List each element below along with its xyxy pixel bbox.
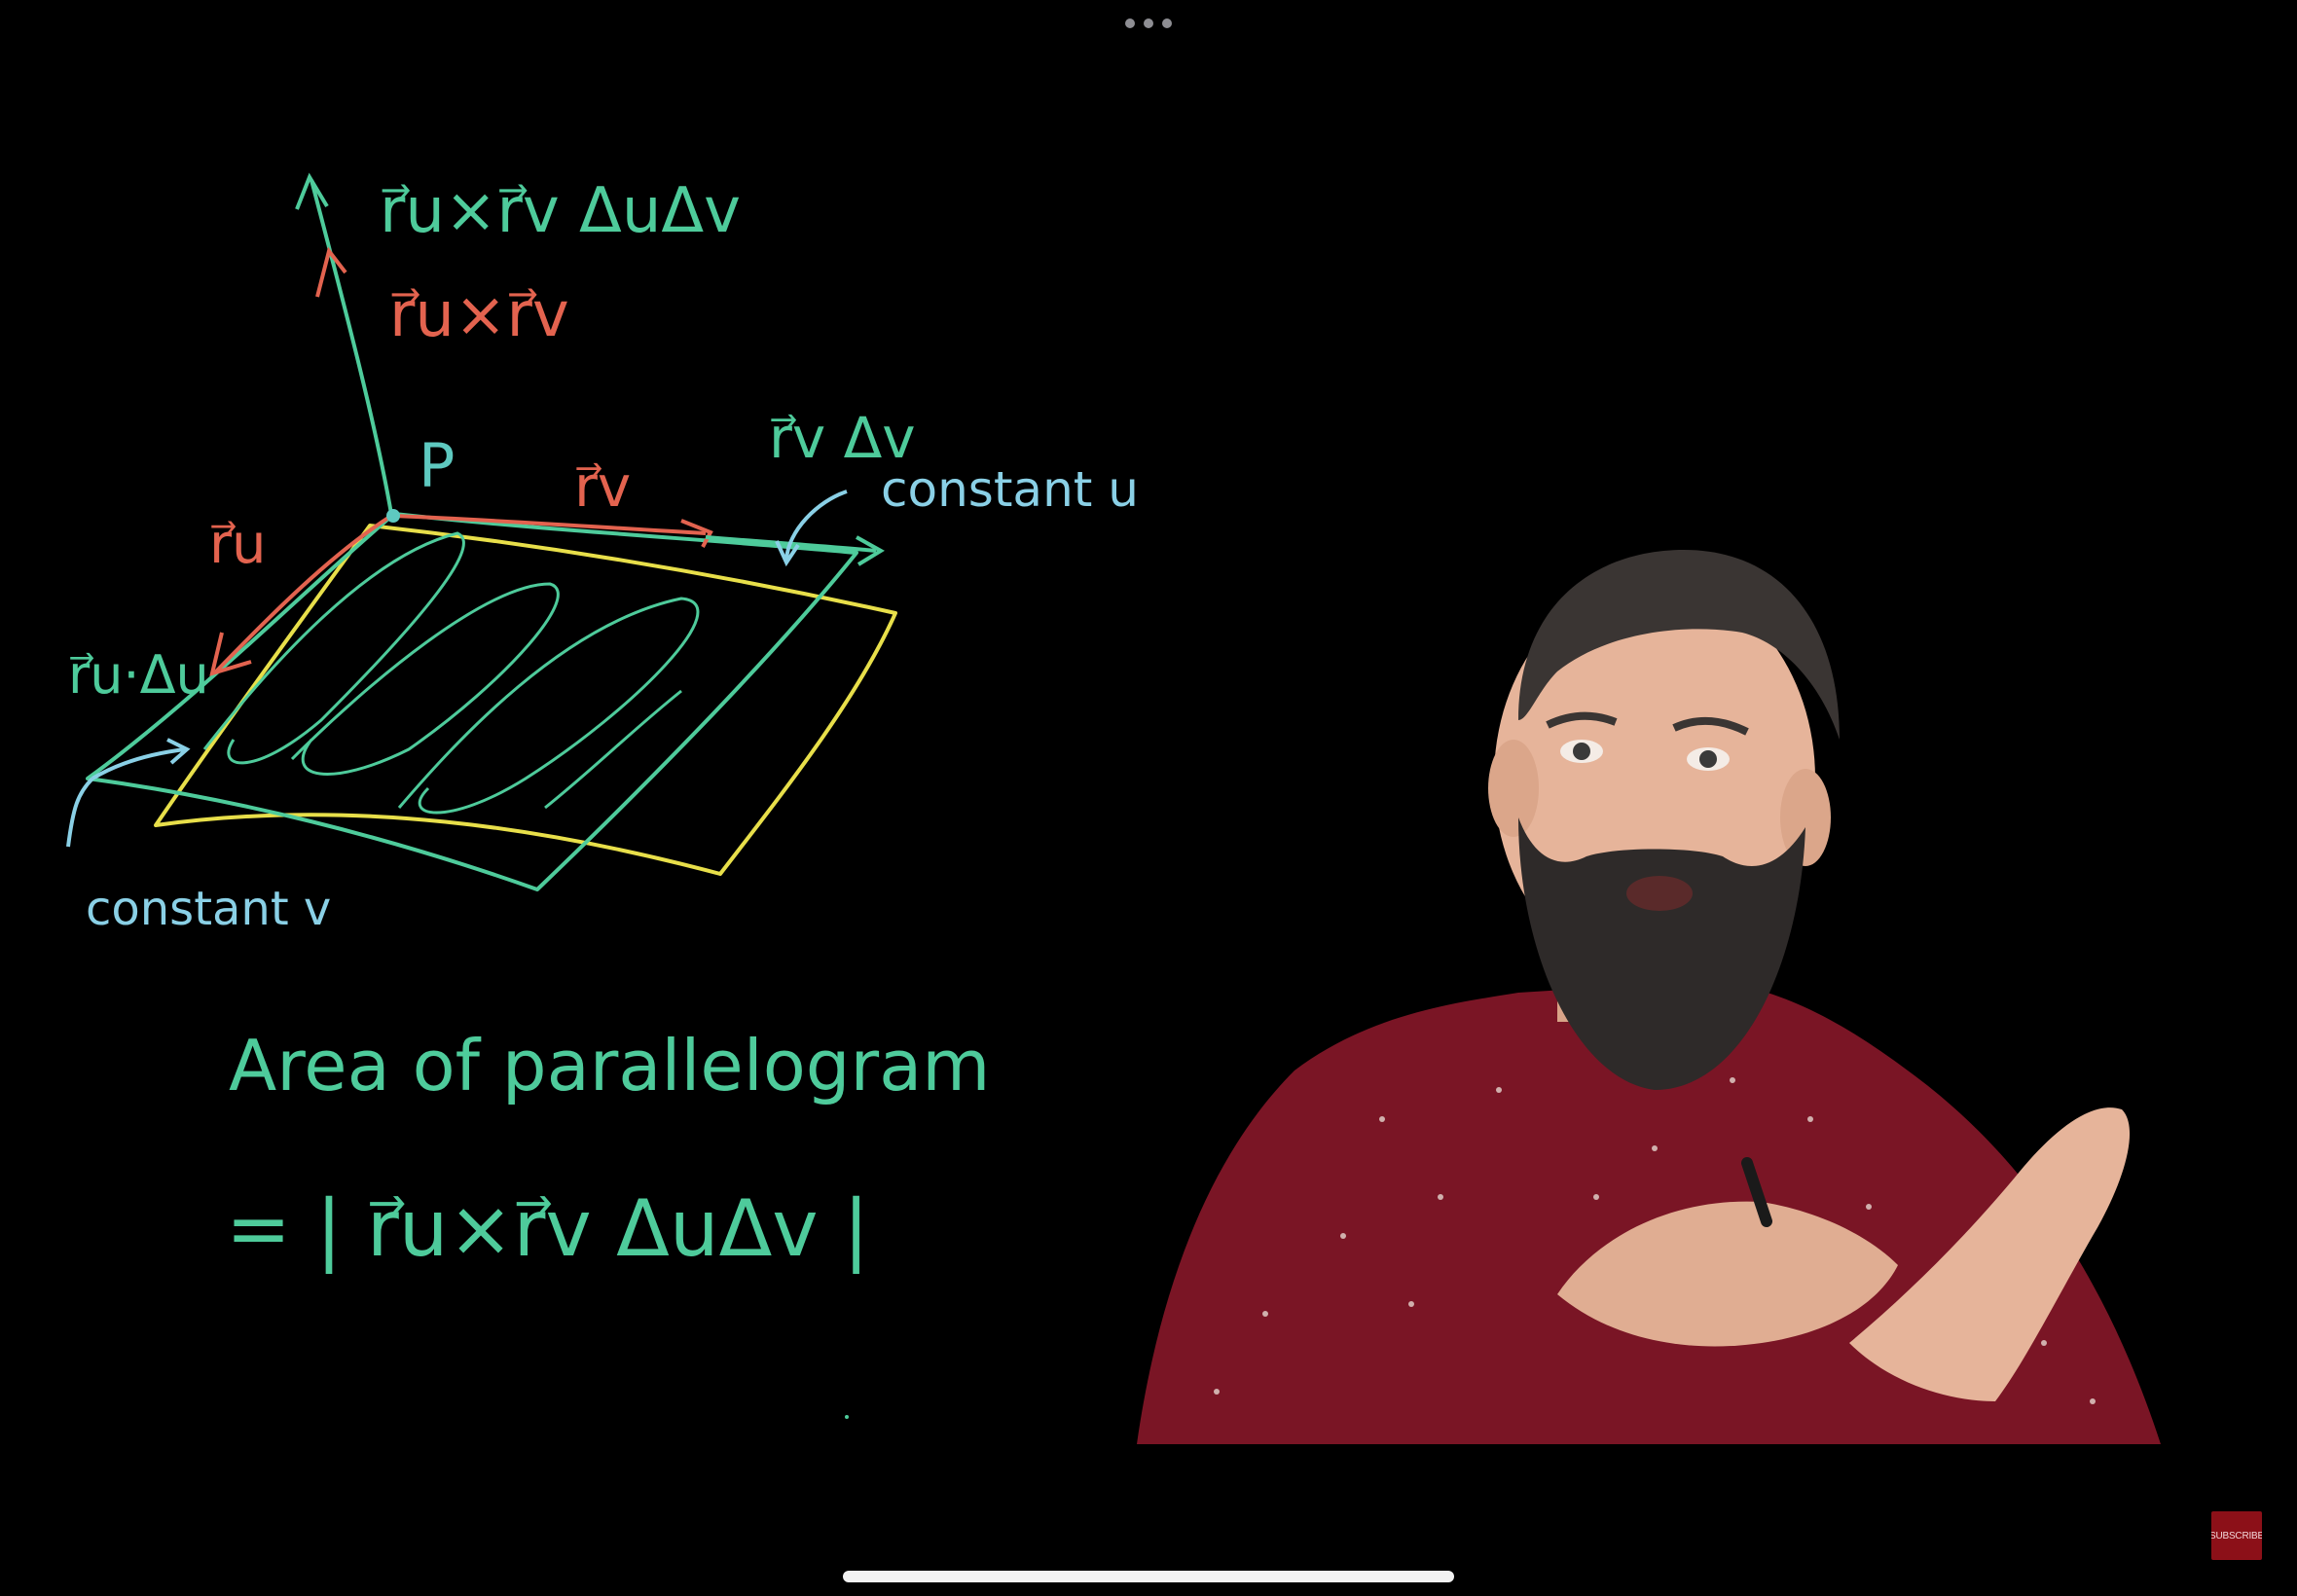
dot [1144,18,1153,28]
dot [1162,18,1172,28]
constant-v-label: constant v [86,882,331,936]
normal-vector-red-head [315,246,347,298]
ru-vector-red-head [209,632,252,676]
area-title: Area of parallelogram [229,1025,990,1106]
presenter-hair [1518,550,1840,740]
constant-v-arrow-head [166,738,191,765]
hatching-2 [290,582,560,776]
stray-ink-dot [845,1415,849,1419]
green-parallelogram [86,512,858,891]
presenter-marker [1741,1157,1772,1227]
presenter-mouth [1626,876,1693,911]
presenter-beard [1518,817,1805,1090]
hatching-3 [397,597,700,815]
yellow-surface-outline [154,524,897,876]
rv-dv-arrow [705,535,877,553]
top-vector-label: r⃗u×r⃗v ΔuΔv [380,175,741,247]
more-options-icon[interactable] [1125,16,1172,31]
constant-u-label: constant u [881,461,1139,518]
dot [1125,18,1135,28]
presenter-hand-left [1557,1201,1898,1347]
home-indicator[interactable] [843,1571,1454,1582]
normal-vector-green-head [295,172,329,210]
cross-product-label: r⃗u×r⃗v [389,279,569,351]
constant-v-arrow [91,747,186,780]
shirt-pattern [1214,1077,2096,1404]
presenter [1137,550,2161,1444]
constant-v-curve [66,777,94,848]
presenter-pupil-left [1573,743,1590,760]
rv-dv-arrow-head [856,535,885,566]
presenter-brow-right [1672,716,1749,736]
constant-u-pointer [784,490,848,561]
presenter-pupil-right [1699,750,1717,768]
rv-vector-red [393,514,707,535]
rv-dv-label: r⃗v Δv [769,405,916,471]
constant-u-pointer-head [775,540,800,567]
point-p-label: P [419,430,455,501]
ru-label: r⃗u [209,513,267,576]
area-formula: = | r⃗u×r⃗v ΔuΔv | [226,1183,869,1275]
presenter-ear-right [1780,769,1831,866]
point-p-dot [386,509,400,523]
presenter-brow-left [1546,711,1618,729]
hatching-1 [202,531,465,765]
rv-vector-red-head [680,519,713,548]
subscribe-button[interactable]: SUBSCRIBE [2211,1511,2262,1560]
ru-du-label: r⃗u·Δu [68,644,209,706]
normal-vector-green [310,179,393,515]
hatching-4 [544,689,682,810]
presenter-hand-right [1849,1107,2131,1401]
rv-label: r⃗v [574,453,631,520]
ru-vector-red [214,514,393,673]
presenter-ear-left [1488,740,1539,837]
